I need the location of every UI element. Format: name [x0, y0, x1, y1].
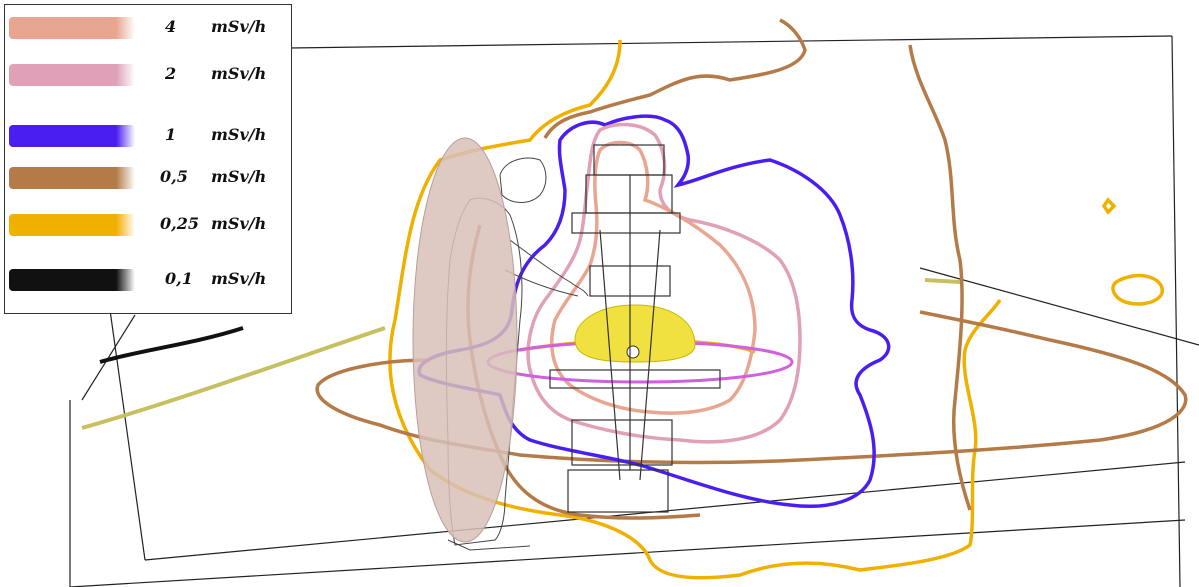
legend-swatch-2 [9, 64, 135, 86]
isocenter-marker [626, 345, 640, 359]
ceiling-shield [412, 137, 518, 543]
legend-row-0-1: 0,1 mSv/h [5, 257, 289, 297]
legend-swatch-1 [9, 125, 135, 147]
legend-swatch-0-25 [9, 214, 135, 236]
legend-swatch-4 [9, 17, 135, 39]
scatter-olive-line-right [924, 278, 961, 284]
isodose-2-line [526, 122, 802, 444]
room-diagonal-1 [919, 267, 1199, 346]
patient-table [549, 369, 721, 389]
legend-value: 1 [165, 125, 177, 144]
x-ray-tube-base [567, 469, 669, 513]
legend-row-0-25: 0,25 mSv/h [5, 202, 289, 242]
isodose-0-5-top-wave [543, 18, 807, 139]
legend-swatch-0-5 [9, 167, 135, 189]
legend-value: 0,1 [165, 269, 193, 288]
beam-line-left [599, 229, 621, 481]
room-floor-front-edge [69, 519, 1186, 587]
room-diagonal-2 [81, 314, 136, 401]
image-intensifier-base [571, 212, 681, 234]
isodose-0-25-small-right-ring [1111, 273, 1164, 306]
legend-value: 0,25 [160, 214, 199, 233]
legend-row-0-5: 0,5 mSv/h [5, 155, 289, 195]
isodose-4-line [550, 140, 757, 415]
legend-value: 4 [165, 17, 177, 36]
scatter-olive-line-left [81, 326, 386, 430]
room-right-edge [1171, 35, 1181, 587]
legend-value: 2 [165, 64, 177, 83]
room-left-edge [109, 309, 146, 561]
legend-row-1: 1 mSv/h [5, 113, 289, 153]
x-ray-tube-housing [571, 419, 673, 466]
isodose-0-5-outer-ellipse [315, 310, 1188, 465]
room-back-top-edge [289, 35, 1173, 49]
legend-value: 0,5 [160, 167, 188, 186]
operator-arm [509, 239, 589, 297]
beam-line-right [639, 229, 661, 481]
room-outline [69, 35, 1199, 587]
operator-head [499, 157, 547, 203]
x-ray-c-arm [549, 144, 721, 513]
legend-row-4: 4 mSv/h [5, 5, 289, 45]
isodose-0-25-outer-loop [388, 39, 1002, 580]
legend-unit: mSv/h [211, 214, 267, 233]
legend-unit: mSv/h [211, 269, 267, 288]
operator-feet [447, 539, 531, 551]
isodose-0-1-line [99, 326, 244, 364]
isodose-0-5-right-column [908, 44, 972, 511]
legend-unit: mSv/h [211, 64, 267, 83]
room-floor-back-edge [144, 461, 1186, 561]
legend-unit: mSv/h [211, 125, 267, 144]
legend-unit: mSv/h [211, 167, 267, 186]
isodose-legend: 4 mSv/h 2 mSv/h 1 mSv/h 0,5 mSv/h 0,25 m… [4, 4, 292, 314]
legend-row-2: 2 mSv/h [5, 52, 289, 92]
legend-unit: mSv/h [211, 17, 267, 36]
legend-swatch-0-1 [9, 269, 135, 291]
image-intensifier-top [593, 144, 665, 176]
isodose-0-25-tiny-marker [1101, 197, 1117, 215]
